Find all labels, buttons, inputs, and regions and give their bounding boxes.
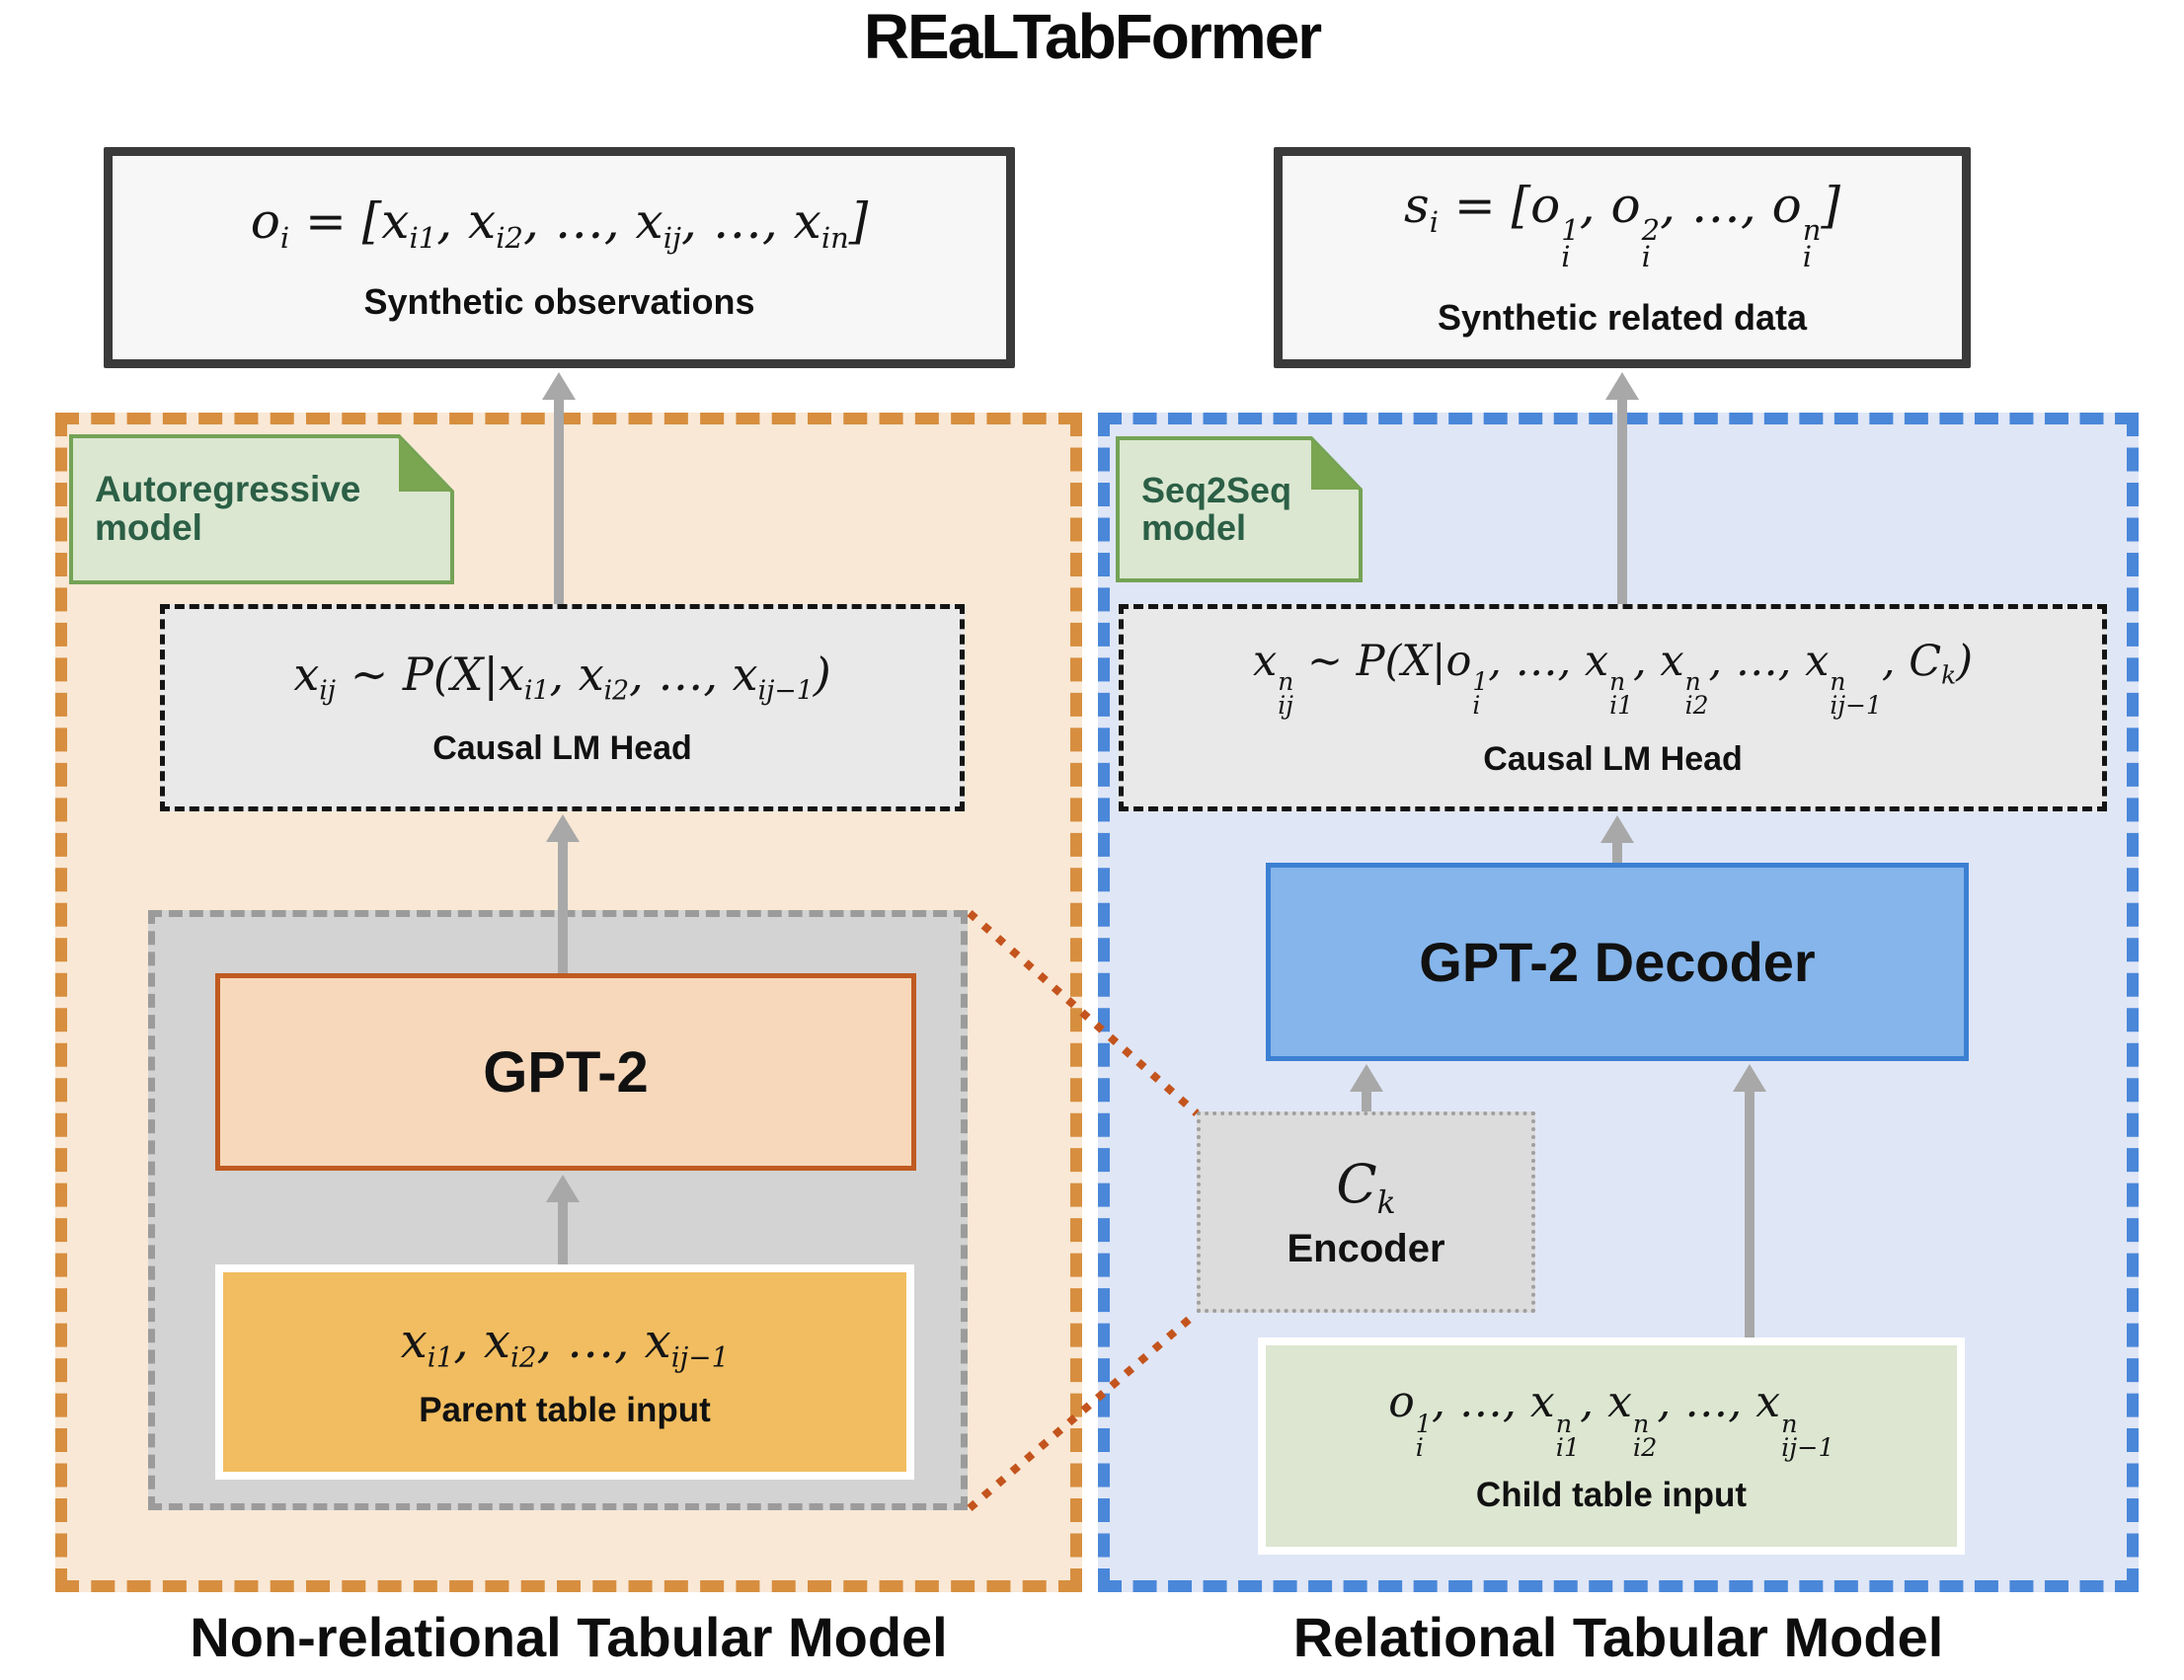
folded-note-icon <box>69 434 454 584</box>
arrow-head-icon <box>546 1175 580 1202</box>
page-title: REaLTabFormer <box>863 1 1322 72</box>
synthetic-observations-box: oi = [xi1, xi2, …, xij, …, xin] Syntheti… <box>104 147 1015 368</box>
causal-lm-head-box-left: xij ∼ P(X|xi1, xi2, …, xij−1) Causal LM … <box>160 604 965 811</box>
non-relational-model-caption: Non-relational Tabular Model <box>190 1606 948 1668</box>
encoder-formula: Ck <box>1336 1153 1396 1221</box>
gpt2-decoder-box: GPT-2 Decoder <box>1266 863 1969 1061</box>
synthetic-related-data-label: Synthetic related data <box>1437 297 1808 339</box>
gpt2-label: GPT-2 <box>483 1039 649 1105</box>
folded-note-icon <box>1116 436 1363 582</box>
zoom-connector-lines <box>967 910 1200 1512</box>
causal-lm-head-formula-left: xij ∼ P(X|xi1, xi2, …, xij−1) <box>293 647 831 707</box>
arrow-head-icon <box>1605 372 1639 400</box>
gpt2-box: GPT-2 <box>215 973 916 1171</box>
arrow-decoder-to-lmhead <box>1600 815 1634 863</box>
arrow-head-icon <box>1600 815 1634 843</box>
arrow-head-icon <box>542 372 576 400</box>
autoregressive-note-text: Autoregressive model <box>95 469 361 548</box>
causal-lm-head-label-left: Causal LM Head <box>432 729 692 768</box>
arrow-head-icon <box>1350 1064 1383 1092</box>
arrow-gpt2-to-lmhead <box>546 814 580 973</box>
arrow-parent-input-to-gpt2 <box>546 1175 580 1264</box>
autoregressive-model-note: Autoregressive model <box>69 434 454 584</box>
relational-model-caption: Relational Tabular Model <box>1292 1606 1944 1668</box>
synthetic-observations-label: Synthetic observations <box>363 280 755 322</box>
arrow-head-icon <box>546 814 580 842</box>
encoder-box: Ck Encoder <box>1197 1111 1535 1313</box>
arrow-child-input-to-decoder <box>1733 1064 1766 1337</box>
parent-table-input-box: xi1, xi2, …, xij−1 Parent table input <box>215 1264 914 1480</box>
seq2seq-model-note: Seq2Seq model <box>1116 436 1363 582</box>
child-table-input-label: Child table input <box>1475 1476 1748 1515</box>
seq2seq-note-text: Seq2Seq model <box>1141 470 1292 548</box>
arrow-head-icon <box>1733 1064 1766 1092</box>
arrow-lmhead-to-output-left <box>542 372 576 604</box>
causal-lm-head-label-right: Causal LM Head <box>1483 740 1743 779</box>
parent-table-input-label: Parent table input <box>419 1391 711 1430</box>
parent-table-input-formula: xi1, xi2, …, xij−1 <box>400 1313 730 1374</box>
arrow-encoder-to-decoder <box>1350 1064 1383 1111</box>
synthetic-observations-formula: oi = [xi1, xi2, …, xij, …, xin] <box>250 192 869 256</box>
gpt2-decoder-label: GPT-2 Decoder <box>1419 931 1816 993</box>
encoder-label: Encoder <box>1287 1226 1445 1270</box>
arrow-lmhead-to-output-right <box>1605 372 1639 604</box>
